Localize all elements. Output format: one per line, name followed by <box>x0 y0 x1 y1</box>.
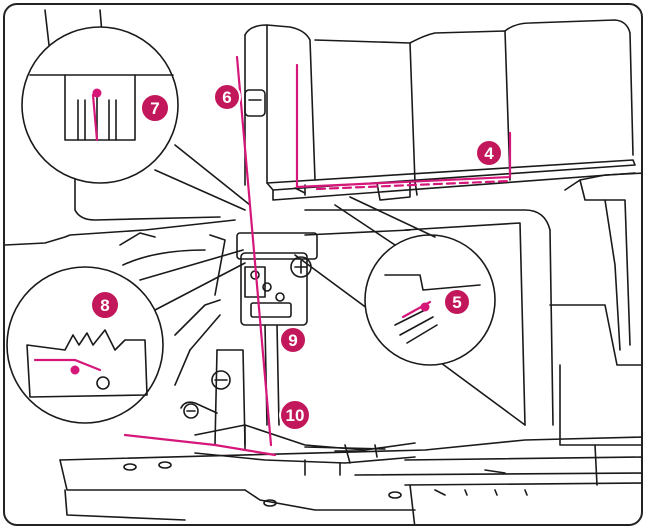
callout-7-label: 7 <box>150 99 159 118</box>
callout-8: 8 <box>90 290 120 320</box>
thread-in-hook-8 <box>33 358 102 372</box>
upper-guide <box>294 187 306 194</box>
callout-10-label: 10 <box>286 406 305 425</box>
callout-6: 6 <box>213 83 241 111</box>
thread-dot-7 <box>92 88 102 98</box>
callout-8-label: 8 <box>100 296 109 315</box>
thread-needle-route <box>235 55 273 447</box>
callout-10: 10 <box>279 399 311 431</box>
callout-5: 5 <box>443 288 471 316</box>
magnifier-8 <box>6 249 246 424</box>
thread-dot-5 <box>420 302 430 312</box>
diagram-frame: 4 5 6 7 8 9 10 <box>3 3 643 526</box>
tension-knob <box>244 89 266 117</box>
machine-side-casing <box>304 172 641 486</box>
thread-dot-8 <box>70 365 80 375</box>
magnifier-5 <box>334 196 496 366</box>
thread-dashed-route <box>315 179 512 191</box>
callout-5-label: 5 <box>452 293 461 312</box>
thread-tail <box>123 433 277 457</box>
callout-6-label: 6 <box>222 88 231 107</box>
callout-4-label: 4 <box>484 144 494 163</box>
thread-in-guide-7 <box>91 93 99 142</box>
callout-4: 4 <box>475 139 503 167</box>
thread-path <box>33 55 512 457</box>
thread-upper-route <box>295 63 512 189</box>
needle-clamp <box>236 232 318 426</box>
callout-9-label: 9 <box>288 331 297 350</box>
callout-7: 7 <box>140 93 170 123</box>
throat-plate <box>59 436 641 524</box>
callout-9: 9 <box>279 326 307 354</box>
serger-threading-diagram: 4 5 6 7 8 9 10 <box>5 9 641 524</box>
magnifier-7 <box>21 26 251 211</box>
